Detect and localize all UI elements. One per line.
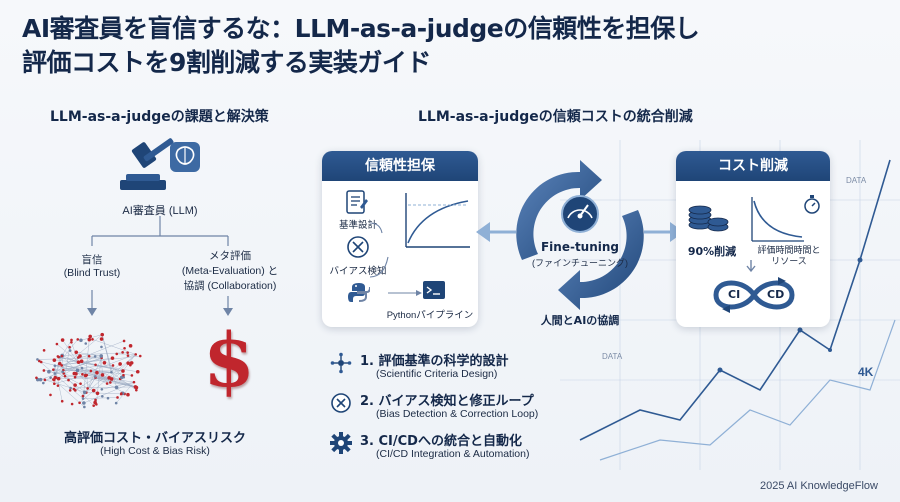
ci-cd-loop-icon	[713, 277, 795, 313]
step-subtitle: (CI/CD Integration & Automation)	[376, 448, 530, 460]
cost-panel: コスト削減 90%削減 評価時間時間と リソース CI CD	[676, 151, 830, 327]
time-label-2: リソース	[771, 256, 807, 266]
network-node-icon	[330, 352, 352, 374]
footer-credit: 2025 AI KnowledgeFlow	[759, 480, 878, 492]
left-section-heading: LLM-as-a-judgeの課題と解決策	[50, 109, 269, 125]
fine-tuning-label: Fine-tuning	[540, 240, 620, 254]
left-connector-lines	[87, 216, 233, 316]
step-subtitle: (Scientific Criteria Design)	[376, 368, 498, 380]
blind-trust-en: (Blind Trust)	[63, 267, 121, 279]
meta-eval-en2: 協調 (Collaboration)	[183, 280, 277, 292]
data-tag-upper: DATA	[846, 176, 867, 185]
judge-label: AI審査員 (LLM)	[122, 205, 198, 217]
step-title: 1. 評価基準の科学的設計	[360, 354, 509, 369]
step-item: 3. CI/CDへの統合と自動化 (CI/CD Integration & Au…	[330, 428, 630, 468]
right-section-heading: LLM-as-a-judgeの信頼コストの統合削減	[418, 109, 693, 125]
step-item: 2. バイアス検知と修正ループ (Bias Detection & Correc…	[330, 388, 630, 428]
terminal-icon	[423, 281, 445, 299]
trust-panel-title: 信頼性担保	[322, 151, 478, 181]
stopwatch-icon	[804, 195, 820, 214]
cost-decline-graph	[751, 197, 804, 242]
resolution-label: 4K	[858, 365, 874, 379]
document-icon	[346, 190, 368, 214]
human-ai-collab-label: 人間とAIの協調	[540, 314, 620, 327]
fine-tuning-sublabel: (ファインチューニング)	[532, 258, 628, 268]
blind-trust-label: 盲信 (Blind Trust)	[40, 252, 144, 279]
ci-label: CI	[728, 288, 741, 301]
reduction-label: 90%削減	[687, 245, 737, 258]
step-title: 2. バイアス検知と修正ループ	[360, 394, 534, 409]
title-line-2: 評価コストを9割削減する実装ガイド	[22, 48, 431, 77]
bias-cross-icon	[347, 236, 369, 258]
step-subtitle: (Bias Detection & Correction Loop)	[376, 408, 539, 420]
cycle-arrows-icon	[476, 160, 684, 310]
time-label-1: 評価時間時間と	[757, 245, 821, 255]
trust-growth-graph	[405, 193, 470, 248]
step-item: 1. 評価基準の科学的設計 (Scientific Criteria Desig…	[330, 348, 630, 388]
gear-icon	[330, 432, 352, 454]
title-line-1: AI審査員を盲信するな：LLM-as-a-judgeの信頼性を担保し	[22, 14, 700, 43]
gavel-brain-icon	[120, 138, 200, 190]
blind-trust-jp: 盲信	[81, 254, 103, 266]
pipeline-label: Pythonパイプライン	[386, 310, 474, 321]
steps-list: 1. 評価基準の科学的設計 (Scientific Criteria Desig…	[330, 348, 630, 468]
cost-panel-title: コスト削減	[676, 151, 830, 181]
dollar-icon: $	[203, 318, 255, 404]
page-title: AI審査員を盲信するな：LLM-as-a-judgeの信頼性を担保し 評価コスト…	[22, 12, 882, 80]
criteria-label: 基準設計	[338, 220, 377, 231]
time-resource-label: 評価時間時間と リソース	[750, 245, 828, 267]
meta-eval-jp: メタ評価	[209, 250, 251, 262]
trust-panel: 信頼性担保 基準設計 バイアス検知 Pythonパイプライン	[322, 151, 478, 327]
data-tag-lower: DATA	[602, 352, 623, 361]
risk-title: 高評価コスト・バイアスリスク	[63, 431, 246, 446]
pipeline-flow-arrows	[369, 222, 422, 296]
down-arrow-icon	[746, 260, 756, 273]
risk-subtitle: (High Cost & Bias Risk)	[100, 445, 210, 457]
meta-eval-label: メタ評価 (Meta-Evaluation) と 協調 (Collaborati…	[170, 248, 290, 293]
meta-eval-en1: (Meta-Evaluation) と	[181, 265, 279, 277]
bias-label: バイアス検知	[329, 266, 387, 277]
network-cloud-icon	[35, 332, 142, 409]
bias-cross-icon	[331, 393, 351, 413]
coins-icon	[688, 205, 729, 232]
python-icon	[348, 283, 370, 302]
cd-label: CD	[767, 288, 785, 301]
gauge-icon	[561, 195, 599, 233]
step-title: 3. CI/CDへの統合と自動化	[360, 434, 522, 449]
